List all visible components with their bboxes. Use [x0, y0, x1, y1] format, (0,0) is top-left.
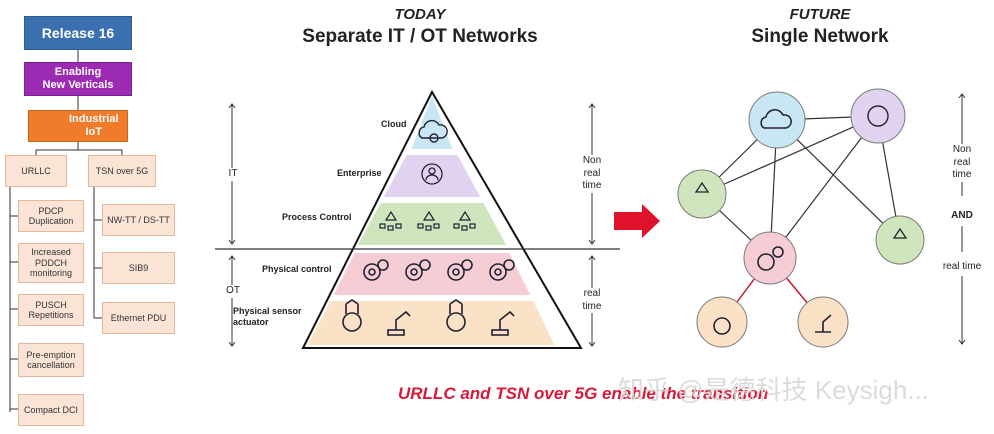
node-actuator-left: [696, 296, 748, 348]
enterprise-icon: [421, 163, 443, 185]
level-sensor-label: Physical sensor actuator: [233, 306, 302, 327]
urllc-item-preemption: Pre-emption cancellation: [18, 343, 84, 377]
tier-process: [354, 201, 510, 247]
footer-caption: URLLC and TSN over 5G enable the transit…: [398, 384, 769, 403]
gear-icons: [363, 259, 515, 281]
today-heading: TODAY: [394, 6, 446, 23]
level-process-label: Process Control: [282, 212, 352, 222]
tsn-item-ethernet-pdu: Ethernet PDU: [102, 302, 175, 334]
tsn-item-nwtt: NW-TT / DS-TT: [102, 204, 175, 236]
industrial-iot-box: Industrial IoT: [28, 110, 128, 142]
tsn-over-5g-box: TSN over 5G: [88, 155, 156, 187]
urllc-item-pdcp: PDCP Duplication: [18, 200, 84, 232]
pyramid-outline: [301, 89, 583, 349]
cloud-icon: [418, 119, 448, 143]
future-title: Single Network: [751, 26, 889, 47]
actuator-icons: [342, 299, 515, 336]
future-non-real-time: Non real time: [944, 144, 980, 182]
tier-enterprise: [380, 153, 484, 199]
future-heading: FUTURE: [789, 6, 851, 23]
node-physical-control: [743, 231, 797, 285]
future-and-label: AND: [944, 210, 980, 223]
enabling-new-verticals-box: Enabling New Verticals: [24, 62, 132, 96]
node-cloud: [748, 91, 806, 149]
urllc-item-pddch: Increased PDDCH monitoring: [18, 243, 84, 283]
node-actuator-right: [797, 296, 849, 348]
urllc-item-pusch: PUSCH Repetitions: [18, 294, 84, 326]
ot-label: OT: [223, 285, 243, 298]
tier-cloud: [408, 90, 456, 151]
left-tree-lines: [9, 50, 123, 412]
today-title: Separate IT / OT Networks: [302, 26, 538, 47]
level-enterprise-label: Enterprise: [337, 168, 382, 178]
level-cloud-label: Cloud: [381, 119, 407, 129]
watermark: 知乎 @是德科技 Keysigh...: [618, 375, 930, 405]
node-enterprise: [850, 88, 906, 144]
transition-arrow-icon: [614, 204, 660, 238]
urllc-box: URLLC: [5, 155, 67, 187]
node-process-left: [677, 169, 727, 219]
tsn-item-sib9: SIB9: [102, 252, 175, 284]
process-control-icons: [379, 210, 476, 231]
level-physical-control-label: Physical control: [262, 264, 332, 274]
it-label: IT: [225, 168, 241, 181]
today-non-real-time: Non real time: [574, 155, 610, 193]
release-16-box: Release 16: [24, 16, 132, 50]
urllc-item-compact-dci: Compact DCI: [18, 394, 84, 426]
node-process-right: [875, 215, 925, 265]
tier-physical-control: [330, 251, 534, 297]
today-real-time: real time: [574, 288, 610, 313]
future-real-time: real time: [936, 261, 988, 274]
